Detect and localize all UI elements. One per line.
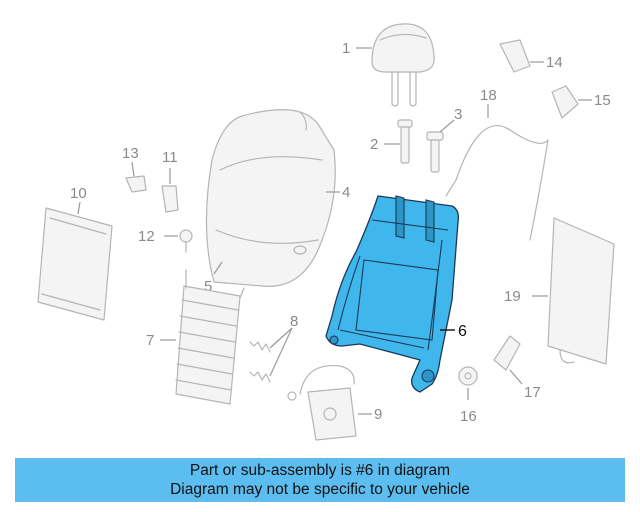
callout-12: 12 <box>138 228 155 245</box>
part-18-cable <box>445 125 549 241</box>
part-16-knob <box>458 366 478 386</box>
callout-15: 15 <box>594 92 611 109</box>
part-12-clip <box>179 229 193 253</box>
callout-2: 2 <box>370 136 378 153</box>
callout-1: 1 <box>342 40 350 57</box>
info-banner: Part or sub-assembly is #6 in diagram Di… <box>15 458 625 502</box>
callout-14: 14 <box>546 54 563 71</box>
part-13-fastener <box>125 175 147 193</box>
leader-5 <box>213 261 223 275</box>
part-19-back-panel <box>547 217 615 365</box>
callout-16: 16 <box>460 408 477 425</box>
leader-8a <box>269 327 293 349</box>
leader-13 <box>131 161 135 177</box>
callout-3: 3 <box>454 106 462 123</box>
leader-3 <box>439 119 455 133</box>
part-15-trim <box>551 85 579 119</box>
parts-diagram: 1 2 3 4 5 6 7 <box>37 23 615 441</box>
callout-6: 6 <box>458 323 467 340</box>
banner-line-1: Part or sub-assembly is #6 in diagram <box>189 462 451 479</box>
part-8-springs <box>249 341 271 383</box>
part-2-guide <box>397 119 413 164</box>
callout-9: 9 <box>374 406 382 423</box>
leader-8b <box>269 327 293 377</box>
callout-11: 11 <box>162 149 178 166</box>
callout-13: 13 <box>122 145 139 162</box>
callout-8: 8 <box>290 313 298 330</box>
banner-line-2: Diagram may not be specific to your vehi… <box>170 481 470 498</box>
callout-19: 19 <box>504 288 521 305</box>
part-3-guide-lock <box>426 131 444 173</box>
callout-18: 18 <box>480 87 497 104</box>
part-6-seatback-frame <box>325 195 460 393</box>
callout-7: 7 <box>146 332 154 349</box>
leader-17 <box>509 369 523 385</box>
callout-17: 17 <box>524 384 541 401</box>
part-14-trim <box>499 39 531 73</box>
part-11-bracket <box>161 185 179 213</box>
part-4-seatback-cover <box>205 109 336 287</box>
part-7-lumbar-support <box>175 269 245 405</box>
part-9-recliner <box>287 364 357 441</box>
callout-10: 10 <box>70 185 87 202</box>
callout-4: 4 <box>342 184 350 201</box>
part-17-handle <box>493 335 521 371</box>
callout-5: 5 <box>204 278 212 295</box>
part-10-panel <box>37 207 113 321</box>
part-1-headrest <box>371 23 435 107</box>
leader-10 <box>77 201 81 215</box>
